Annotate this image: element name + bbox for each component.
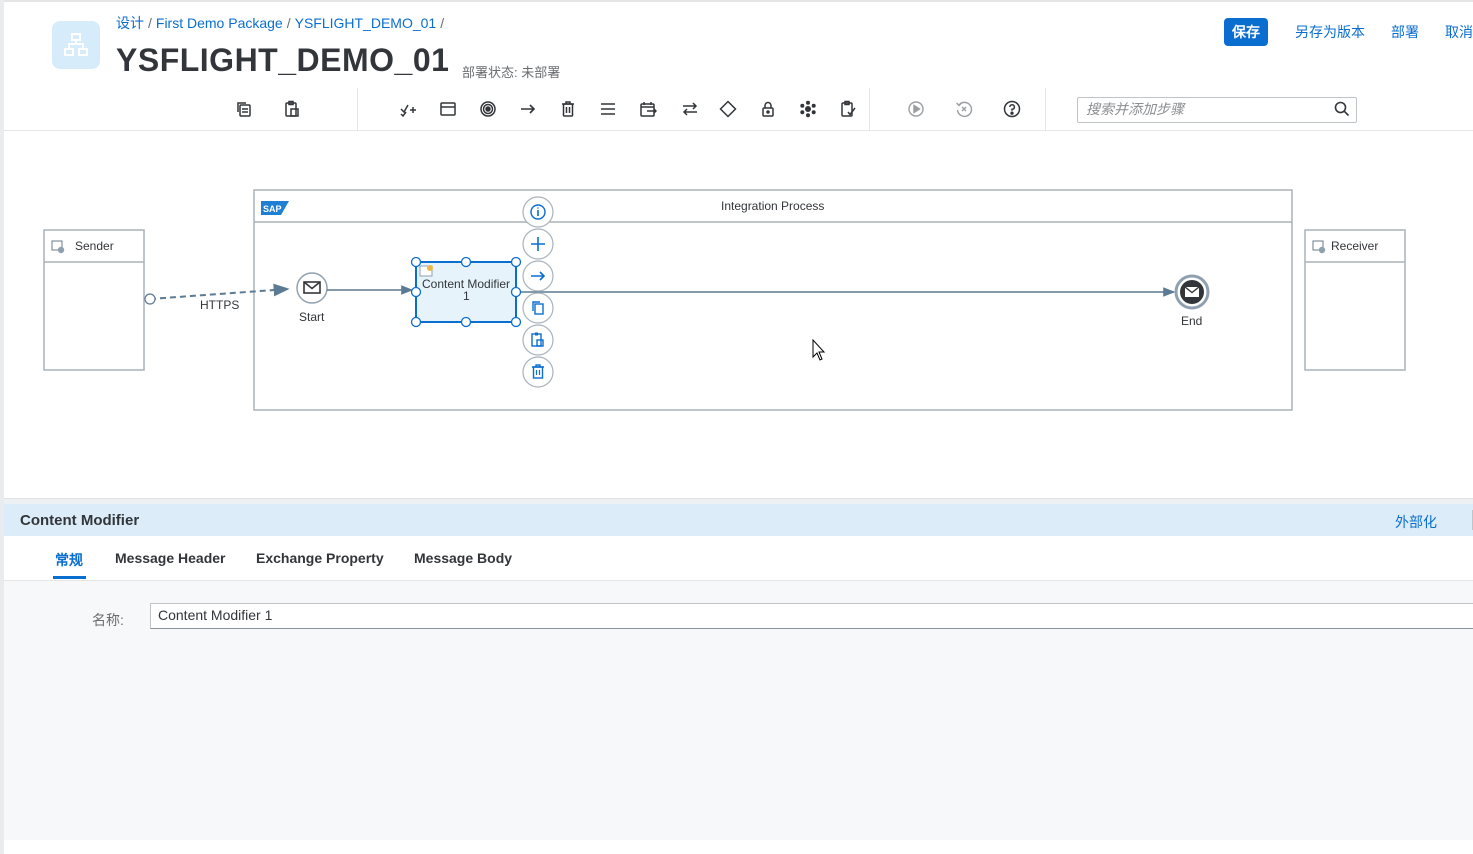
sender-participant[interactable]	[43, 229, 145, 371]
content-modifier-icon	[419, 265, 433, 277]
cancel-button[interactable]: 取消	[1445, 24, 1473, 40]
end-label: End	[1181, 314, 1203, 328]
window-top-edge	[0, 0, 1473, 2]
properties-title: Content Modifier	[20, 512, 140, 529]
call-icon[interactable]	[637, 98, 659, 120]
properties-form: 名称:	[4, 581, 1473, 840]
simulation-icon[interactable]	[905, 98, 927, 120]
step-search	[1077, 97, 1357, 123]
window-left-edge	[0, 0, 4, 854]
add-icon[interactable]	[522, 228, 554, 260]
breadcrumb-package[interactable]: First Demo Package	[155, 15, 283, 31]
deploy-status: 部署状态: 未部署	[462, 65, 561, 80]
selection-handles[interactable]	[410, 256, 522, 328]
name-input[interactable]	[151, 604, 1465, 626]
breadcrumb-separator: /	[286, 15, 291, 31]
step-label-number: 1	[463, 289, 470, 303]
mouse-cursor-icon	[812, 338, 826, 361]
content-modifier-step[interactable]	[410, 256, 522, 328]
receiver-participant[interactable]	[1304, 229, 1406, 371]
search-icon[interactable]	[1334, 101, 1350, 122]
sender-label: Sender	[75, 239, 114, 253]
active-tab-indicator	[53, 576, 86, 579]
start-label: Start	[299, 310, 325, 324]
participants-icon[interactable]	[397, 98, 419, 120]
channel-label: HTTPS	[200, 298, 240, 312]
integration-flow-canvas[interactable]: SAP	[4, 131, 1473, 499]
persistence-icon[interactable]	[797, 98, 819, 120]
name-field	[150, 603, 1473, 629]
breadcrumb: 设计/First Demo Package/YSFLIGHT_DEMO_01/	[116, 13, 448, 33]
envelope-icon	[303, 281, 321, 294]
save-button[interactable]: 保存	[1224, 18, 1268, 46]
events-icon[interactable]	[477, 98, 499, 120]
toolbar-divider	[869, 88, 870, 130]
tab-message-body[interactable]: Message Body	[414, 550, 513, 566]
delete-icon[interactable]	[557, 98, 579, 120]
deploy-button[interactable]: 部署	[1391, 24, 1419, 40]
end-event[interactable]	[1174, 274, 1210, 310]
validator-icon[interactable]	[837, 98, 859, 120]
breadcrumb-separator: /	[148, 15, 152, 31]
info-icon[interactable]	[522, 196, 554, 228]
tab-exchange-property[interactable]: Exchange Property	[256, 550, 384, 566]
connect-icon[interactable]	[522, 260, 554, 292]
integration-flow-icon	[52, 21, 100, 69]
receiver-label: Receiver	[1331, 239, 1379, 253]
search-input[interactable]	[1078, 98, 1324, 120]
bottom-edge	[4, 840, 1473, 854]
mapping-icon[interactable]	[717, 98, 739, 120]
security-icon[interactable]	[757, 98, 779, 120]
https-channel[interactable]	[144, 283, 290, 305]
breadcrumb-design[interactable]: 设计	[116, 15, 144, 31]
start-event[interactable]	[296, 272, 328, 304]
envelope-icon	[1184, 286, 1200, 297]
connector-icon[interactable]	[517, 98, 539, 120]
help-icon[interactable]	[1001, 98, 1023, 120]
transformation-icon[interactable]	[597, 98, 619, 120]
process-title: Integration Process	[721, 199, 825, 213]
integration-process-pool[interactable]: SAP	[253, 189, 1293, 411]
name-label: 名称:	[92, 612, 124, 628]
tab-general[interactable]: 常规	[55, 552, 83, 568]
breadcrumb-separator: /	[440, 15, 445, 31]
save-as-version-button[interactable]: 另存为版本	[1295, 24, 1365, 40]
sap-logo: SAP	[261, 201, 289, 215]
breadcrumb-iflow[interactable]: YSFLIGHT_DEMO_01	[294, 15, 437, 31]
toolbar-divider	[1045, 88, 1046, 130]
copy-icon[interactable]	[522, 292, 554, 324]
page-title: YSFLIGHT_DEMO_01	[116, 42, 450, 78]
header-actions: 保存 另存为版本 部署 取消	[1224, 18, 1473, 46]
routing-icon[interactable]	[679, 98, 701, 120]
copy-icon[interactable]	[233, 98, 255, 120]
process-icon[interactable]	[437, 98, 459, 120]
reset-icon[interactable]	[953, 98, 975, 120]
toolbar-divider	[357, 88, 358, 130]
palette-toolbar	[4, 88, 1473, 131]
participant-icon	[51, 240, 65, 254]
page-header: 设计/First Demo Package/YSFLIGHT_DEMO_01/ …	[4, 2, 1473, 89]
flow-diagram: SAP	[43, 189, 1406, 411]
tab-message-header[interactable]: Message Header	[115, 550, 226, 566]
properties-header: Content Modifier 外部化	[4, 504, 1473, 536]
properties-tabs: 常规 Message Header Exchange Property Mess…	[4, 536, 1473, 581]
paste-icon[interactable]	[522, 324, 554, 356]
participant-icon	[1312, 240, 1326, 254]
externalize-button[interactable]: 外部化	[1395, 514, 1437, 530]
paste-icon[interactable]	[281, 98, 303, 120]
step-label: Content Modifier	[422, 277, 511, 291]
delete-icon[interactable]	[522, 356, 554, 388]
svg-text:SAP: SAP	[263, 204, 282, 214]
